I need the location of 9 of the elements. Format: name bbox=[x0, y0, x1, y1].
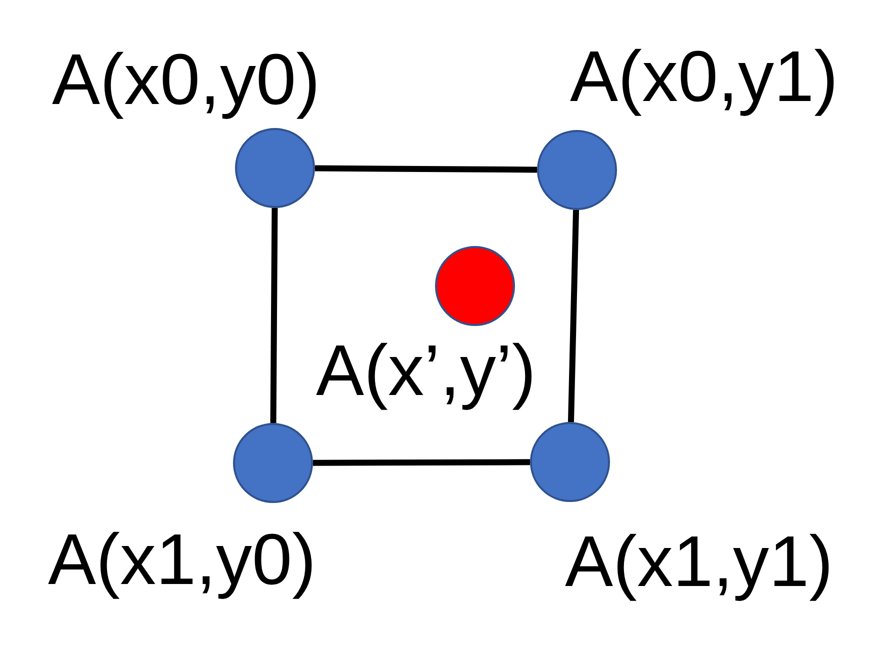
connector-line bbox=[312, 459, 530, 466]
connector-line bbox=[314, 165, 538, 173]
point-label: A(x0,y1) bbox=[570, 36, 838, 119]
point-label: A(x1,y0) bbox=[48, 519, 316, 602]
connector-line bbox=[568, 210, 580, 422]
point-label: A(x’,y’) bbox=[316, 330, 536, 413]
connector-line bbox=[270, 208, 278, 424]
point-label: A(x0,y0) bbox=[52, 39, 320, 122]
point-label: A(x1,y1) bbox=[565, 521, 834, 604]
